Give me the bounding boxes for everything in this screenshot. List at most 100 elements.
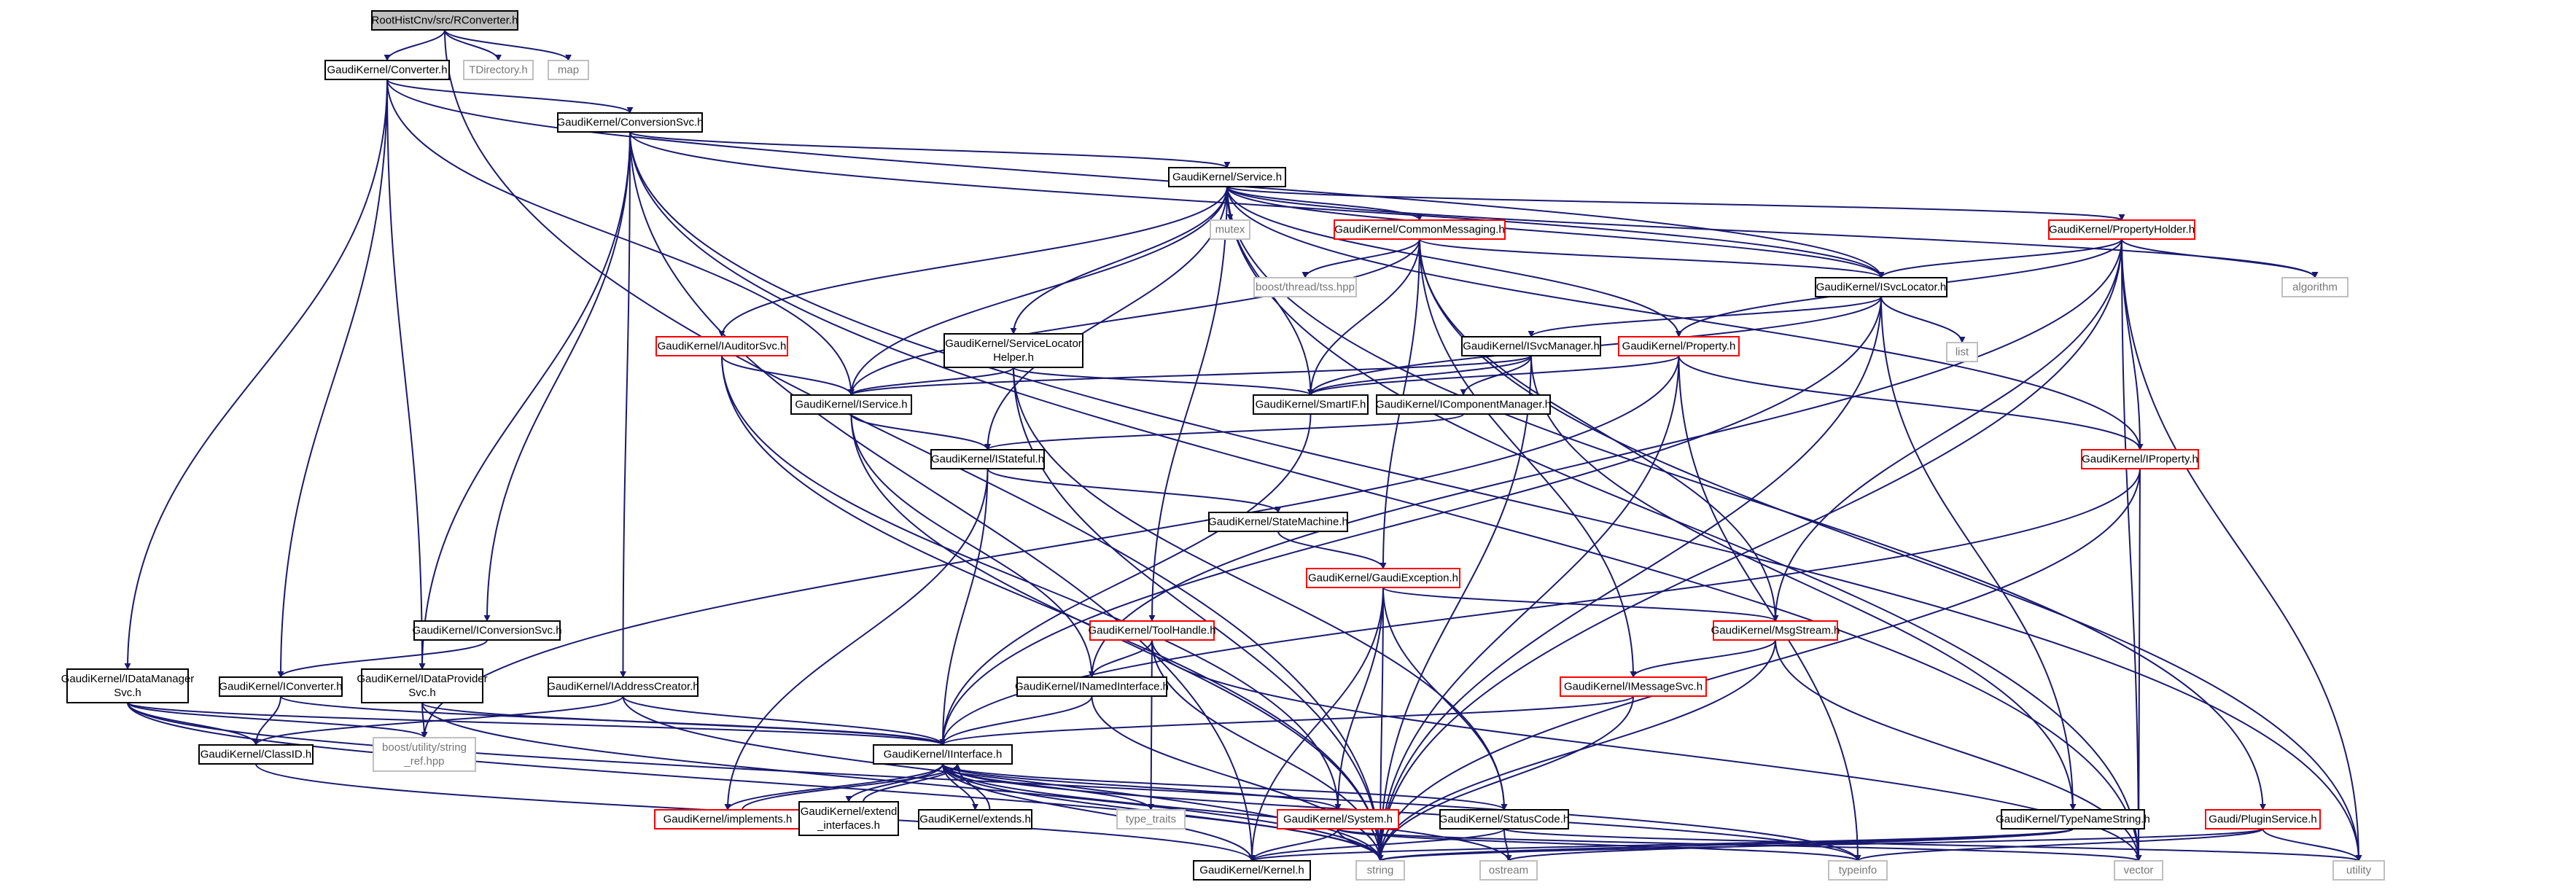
edge-conversionsvc-to-utility xyxy=(629,131,2362,862)
node-iinterface[interactable]: GaudiKernel/IInterface.h xyxy=(873,744,1013,765)
edge-converter-to-iconverter xyxy=(277,79,388,678)
node-toolhandle[interactable]: GaudiKernel/ToolHandle.h xyxy=(1088,620,1216,641)
edge-service-to-propertyholder xyxy=(1226,186,2125,221)
node-pluginservice[interactable]: Gaudi/PluginService.h xyxy=(2205,809,2321,830)
edge-service-to-toolhandle xyxy=(1148,186,1228,622)
node-isvclocator[interactable]: GaudiKernel/ISvcLocator.h xyxy=(1815,277,1947,297)
node-box xyxy=(1277,809,1399,830)
node-box xyxy=(1016,676,1167,697)
edge-iinterface-to-ostream xyxy=(942,763,1512,862)
edge-istateful-to-implements xyxy=(724,468,989,811)
edge-istateful-to-iinterface xyxy=(939,468,989,746)
edge-root-to-map xyxy=(444,29,572,61)
edge-propertyholder-to-utility xyxy=(2121,238,2362,862)
edge-service-to-commonmessaging xyxy=(1226,186,1423,221)
edge-iauditorsvc-to-iservice xyxy=(721,355,855,396)
edge-idatamanagersvc-to-typeinfo xyxy=(127,702,1861,862)
edge-system-to-typeinfo xyxy=(1337,828,1861,862)
edge-propertyholder-to-string xyxy=(1377,238,2122,862)
edge-iservice-to-inamedinterface xyxy=(850,413,1095,678)
node-box xyxy=(2205,809,2321,830)
edge-converter-to-idataprovidersvc xyxy=(386,79,426,670)
node-conversionsvc[interactable]: GaudiKernel/ConversionSvc.h xyxy=(557,112,704,133)
node-extendinterfaces[interactable]: GaudiKernel/extend_interfaces.h xyxy=(798,801,899,836)
node-label: GaudiKernel/IComponentManager.h xyxy=(1376,399,1551,411)
node-label: GaudiKernel/ISvcLocator.h xyxy=(1816,281,1946,294)
edge-converter-to-idatamanagersvc xyxy=(124,79,388,670)
node-box xyxy=(557,112,703,133)
node-label: GaudiKernel/IInterface.h xyxy=(884,749,1003,761)
node-vector: vector xyxy=(2114,860,2163,881)
node-label: Svc.h xyxy=(114,687,141,699)
node-box xyxy=(1713,620,1838,641)
edge-pluginservice-to-utility xyxy=(2262,828,2362,862)
edge-property-to-smartif xyxy=(1307,355,1680,396)
node-label: boost/utility/string xyxy=(382,741,467,754)
node-system[interactable]: GaudiKernel/System.h xyxy=(1277,809,1399,830)
edge-toolhandle-to-inamedinterface xyxy=(1089,639,1153,678)
node-iservice[interactable]: GaudiKernel/IService.h xyxy=(790,394,912,415)
node-label: GaudiKernel/IStateful.h xyxy=(931,453,1044,466)
node-property[interactable]: GaudiKernel/Property.h xyxy=(1618,336,1740,356)
node-icomponentmanager[interactable]: GaudiKernel/IComponentManager.h xyxy=(1376,394,1551,415)
edge-conversionsvc-to-kernel xyxy=(629,131,1256,862)
edge-conversionsvc-to-idataprovidersvc xyxy=(419,131,631,670)
node-box xyxy=(918,809,1032,830)
node-box xyxy=(655,336,788,356)
edge-svclocatorhelper-to-statuscode xyxy=(1013,367,1508,811)
node-commonmessaging[interactable]: GaudiKernel/CommonMessaging.h xyxy=(1334,219,1506,240)
node-kernel[interactable]: GaudiKernel/Kernel.h xyxy=(1193,860,1311,881)
node-box xyxy=(198,744,314,765)
edge-iproperty-to-string xyxy=(1377,468,2141,862)
node-box xyxy=(1946,342,1978,362)
node-box xyxy=(943,333,1083,368)
node-label: GaudiKernel/System.h xyxy=(1283,813,1393,826)
node-box xyxy=(1168,167,1286,187)
edge-isvclocator-to-iinterface xyxy=(939,296,1882,746)
node-box xyxy=(1210,219,1250,240)
node-iaddresscreator[interactable]: GaudiKernel/IAddressCreator.h xyxy=(547,676,699,697)
node-statemachine[interactable]: GaudiKernel/StateMachine.h xyxy=(1208,512,1348,532)
node-implements[interactable]: GaudiKernel/implements.h xyxy=(654,809,801,830)
edge-toolhandle-to-typetraits xyxy=(1148,639,1155,811)
node-converter[interactable]: GaudiKernel/Converter.h xyxy=(324,60,450,80)
node-label: GaudiKernel/ClassID.h xyxy=(201,749,312,761)
node-iauditorsvc[interactable]: GaudiKernel/IAuditorSvc.h xyxy=(655,336,788,356)
node-istateful[interactable]: GaudiKernel/IStateful.h xyxy=(930,449,1045,469)
node-inamedinterface[interactable]: GaudiKernel/INamedInterface.h xyxy=(1015,676,1169,697)
node-msgstream[interactable]: GaudiKernel/MsgStream.h xyxy=(1711,620,1840,641)
node-label: GaudiKernel/IService.h xyxy=(795,399,907,411)
node-label: Svc.h xyxy=(408,687,436,699)
edge-commonmessaging-to-msgstream xyxy=(1419,238,1779,622)
edge-service-to-istateful xyxy=(984,186,1228,450)
node-box xyxy=(2281,277,2349,297)
node-label: GaudiKernel/GaudiException.h xyxy=(1308,572,1458,585)
edge-commonmessaging-to-smartif xyxy=(1307,238,1420,396)
node-classid[interactable]: GaudiKernel/ClassID.h xyxy=(198,744,314,765)
node-extends[interactable]: GaudiKernel/extends.h xyxy=(918,809,1032,830)
node-mutex: mutex xyxy=(1210,219,1250,240)
node-label: RootHistCnv/src/RConverter.h xyxy=(372,15,518,27)
node-imessagesvc[interactable]: GaudiKernel/IMessageSvc.h xyxy=(1560,676,1707,697)
node-gaudiexception[interactable]: GaudiKernel/GaudiException.h xyxy=(1306,568,1460,588)
node-box xyxy=(66,668,189,703)
edge-isvclocator-to-isvcmanager xyxy=(1528,296,1882,337)
node-algorithm: algorithm xyxy=(2281,277,2349,297)
node-smartif[interactable]: GaudiKernel/SmartIF.h xyxy=(1253,394,1369,415)
node-isvcmanager[interactable]: GaudiKernel/ISvcManager.h xyxy=(1461,336,1601,356)
node-label: GaudiKernel/TypeNameString.h xyxy=(1996,813,2150,826)
node-service[interactable]: GaudiKernel/Service.h xyxy=(1168,167,1286,187)
node-iconversionsvc[interactable]: GaudiKernel/IConversionSvc.h xyxy=(412,620,562,641)
node-iconverter[interactable]: GaudiKernel/IConverter.h xyxy=(219,676,343,697)
node-iproperty[interactable]: GaudiKernel/IProperty.h xyxy=(2081,449,2199,469)
edge-iinterface-to-implements xyxy=(724,763,943,811)
node-propertyholder[interactable]: GaudiKernel/PropertyHolder.h xyxy=(2048,219,2195,240)
edge-gaudiexception-to-statuscode xyxy=(1382,587,1508,811)
edge-iinterface-to-extendinterfaces xyxy=(845,763,943,803)
node-statuscode[interactable]: GaudiKernel/StatusCode.h xyxy=(1439,809,1569,830)
node-typenamestring[interactable]: GaudiKernel/TypeNameString.h xyxy=(1996,809,2150,830)
